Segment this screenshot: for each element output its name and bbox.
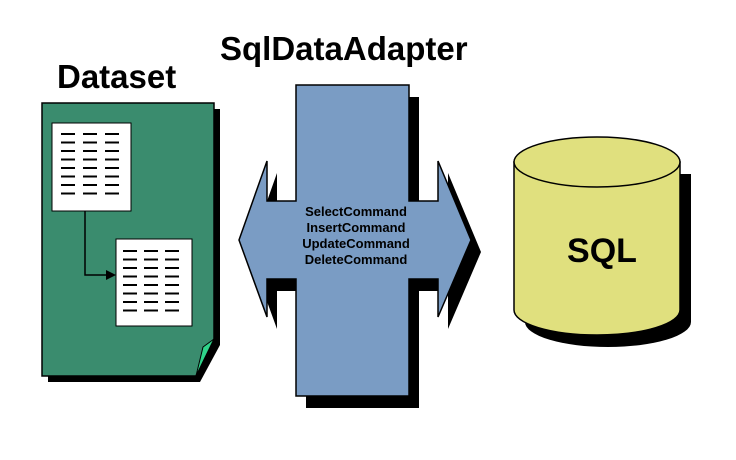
table-relation-arrow [84, 211, 116, 280]
adapter-shape [238, 84, 472, 397]
dataset-table-1 [51, 122, 132, 212]
insert-command-label: InsertCommand [307, 220, 406, 235]
sql-label: SQL [567, 232, 637, 270]
adapter-arrow: SelectCommand InsertCommand UpdateComman… [238, 84, 481, 408]
delete-command-label: DeleteCommand [305, 252, 408, 267]
adapter-title: SqlDataAdapter [220, 30, 468, 67]
update-command-label: UpdateCommand [302, 236, 410, 251]
select-command-label: SelectCommand [305, 204, 407, 219]
dataset-table-2 [115, 238, 193, 327]
sql-database-cylinder: SQL [513, 136, 691, 347]
page-curl [195, 338, 215, 377]
dataset-title: Dataset [57, 58, 177, 95]
